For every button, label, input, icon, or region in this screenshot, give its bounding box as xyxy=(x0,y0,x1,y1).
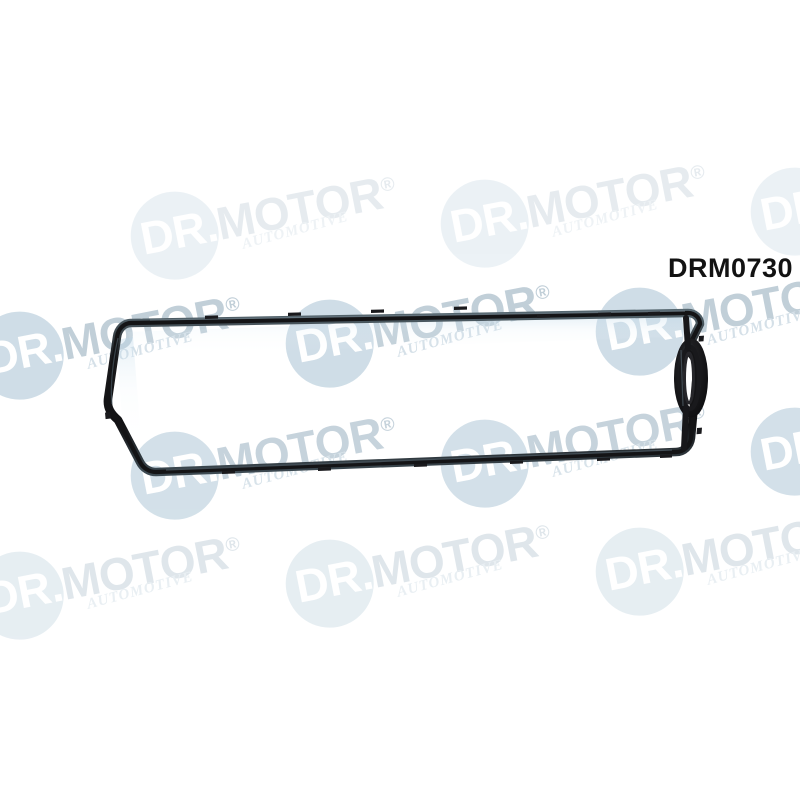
gasket-right-connector xyxy=(681,315,691,451)
gasket-inner-reflection xyxy=(128,312,694,356)
gasket-rail-core xyxy=(105,310,703,475)
gasket-bottom-highlight xyxy=(165,449,673,471)
part-number-label: DRM0730 xyxy=(668,253,794,283)
gasket-top-tabs xyxy=(205,306,660,319)
gasket-bottom-tabs xyxy=(222,454,672,474)
gasket-body xyxy=(103,306,708,477)
gasket-top-highlight xyxy=(149,310,686,321)
gasket-left-corner-highlight xyxy=(110,337,119,405)
gasket-inner-reflection-left xyxy=(116,337,142,455)
gasket-right-loop xyxy=(674,338,708,418)
gasket-side-tabs xyxy=(105,335,704,435)
